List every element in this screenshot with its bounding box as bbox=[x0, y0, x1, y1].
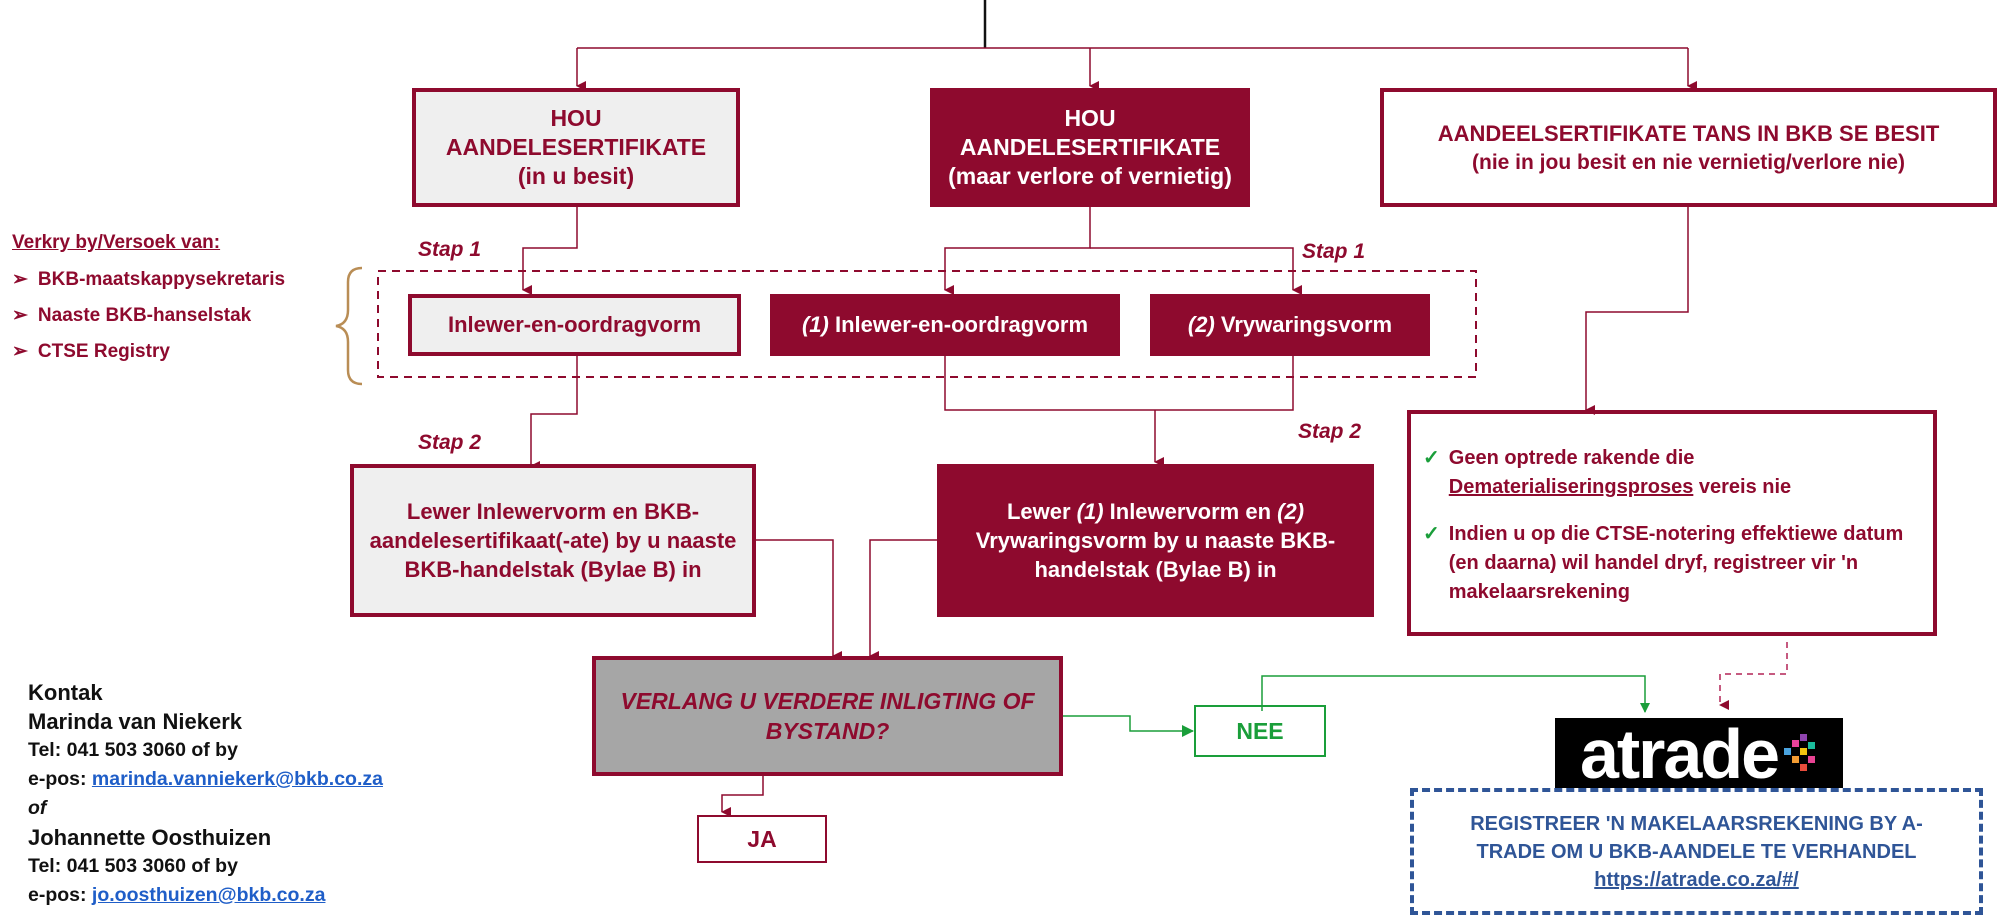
box-title: HOU AANDELESERTIFIKATE bbox=[959, 105, 1221, 160]
stap2-label-right: Stap 2 bbox=[1298, 420, 1362, 443]
email-link[interactable]: marinda.vanniekerk@bkb.co.za bbox=[91, 768, 383, 790]
side-panel-item-label: CTSE Registry bbox=[37, 341, 170, 362]
email-link[interactable]: jo.oosthuizen@bkb.co.za bbox=[91, 884, 326, 906]
lewer-text-part: Vrywaringsvorm by u naaste BKB-handelsta… bbox=[975, 528, 1336, 582]
box-subtitle: (maar verlore of vernietig) bbox=[948, 163, 1232, 189]
side-panel-item-label: Naaste BKB-hanselstak bbox=[37, 305, 252, 326]
vrywaring-form-box: (2) Vrywaringsvorm bbox=[1150, 294, 1430, 356]
atrade-logo: atrade bbox=[1555, 718, 1843, 790]
contact-name: Marinda van Niekerk bbox=[28, 709, 242, 734]
box-subtitle: (nie in jou besit en nie vernietig/verlo… bbox=[1472, 150, 1905, 174]
form-number: (1) bbox=[801, 312, 829, 337]
box-subtitle: (in u besit) bbox=[517, 163, 635, 189]
inlewer-form-label: Inlewer-en-oordragvorm bbox=[447, 312, 702, 337]
side-panel-item: ➢ BKB-maatskappysekretaris bbox=[12, 268, 285, 291]
inlewer-form-box: Inlewer-en-oordragvorm bbox=[408, 294, 741, 356]
email-label: e-pos: bbox=[28, 768, 87, 790]
banner-line: TRADE OM U BKB-AANDELE TE VERHANDEL bbox=[1476, 841, 1917, 863]
brace bbox=[335, 266, 363, 386]
arrow-bullet-icon: ➢ bbox=[12, 341, 28, 362]
lewer-text-part: Lewer bbox=[1006, 499, 1077, 524]
lewer-vrywaring-box: Lewer (1) Inlewervorm en (2) Vrywaringsv… bbox=[937, 464, 1374, 617]
lewer-inlewervorm-text: Lewer Inlewervorm en BKB-aandelesertifik… bbox=[369, 499, 737, 582]
question-text: VERLANG U VERDERE INLIGTING OF BYSTAND? bbox=[620, 688, 1035, 744]
nee-label: NEE bbox=[1236, 717, 1284, 744]
email-label: e-pos: bbox=[28, 884, 87, 906]
hou-in-besit-box: HOU AANDELESERTIFIKATE (in u besit) bbox=[412, 88, 740, 207]
nee-box: NEE bbox=[1194, 705, 1326, 757]
box-title: HOU AANDELESERTIFIKATE bbox=[445, 105, 707, 160]
ja-label: JA bbox=[747, 825, 777, 852]
info-item: ✓ Indien u op die CTSE-notering effektie… bbox=[1423, 520, 1925, 607]
step1-frame bbox=[377, 270, 1477, 378]
inlewer-form-1-box: (1) Inlewer-en-oordragvorm bbox=[770, 294, 1120, 356]
info-text: vereis nie bbox=[1698, 476, 1792, 498]
stap2-label-left: Stap 2 bbox=[418, 431, 482, 454]
atrade-url-link[interactable]: https://atrade.co.za/#/ bbox=[1594, 869, 1799, 891]
contact-tel: Tel: 041 503 3060 of by bbox=[28, 739, 238, 761]
info-text: Indien u op die CTSE-notering effektiewe… bbox=[1448, 523, 1904, 603]
check-icon: ✓ bbox=[1423, 523, 1440, 545]
contact-tel: Tel: 041 503 3060 of by bbox=[28, 855, 238, 877]
contact-or: of bbox=[28, 797, 47, 819]
pixel-mark-icon bbox=[1784, 734, 1816, 771]
form-number: (1) bbox=[1076, 499, 1104, 524]
inlewer-form-label: Inlewer-en-oordragvorm bbox=[834, 312, 1089, 337]
in-bkb-besit-box: AANDEELSERTIFIKATE TANS IN BKB SE BESIT … bbox=[1380, 88, 1997, 207]
side-panel: Verkry by/Versoek van: ➢ BKB-maatskappyse… bbox=[12, 232, 285, 376]
ja-box: JA bbox=[697, 815, 827, 863]
atrade-logo-text: atrade bbox=[1579, 715, 1780, 793]
side-panel-item: ➢ CTSE Registry bbox=[12, 340, 285, 363]
contact-heading: Kontak bbox=[28, 680, 103, 705]
question-box: VERLANG U VERDERE INLIGTING OF BYSTAND? bbox=[592, 656, 1063, 776]
lewer-text-part: Inlewervorm en bbox=[1103, 499, 1278, 524]
vrywaring-form-label: Vrywaringsvorm bbox=[1220, 312, 1393, 337]
atrade-banner: REGISTREER 'N MAKELAARSREKENING BY A- TR… bbox=[1410, 788, 1983, 915]
side-panel-heading: Verkry by/Versoek van: bbox=[12, 232, 221, 253]
banner-line: REGISTREER 'N MAKELAARSREKENING BY A- bbox=[1470, 813, 1923, 835]
stap1-label-left: Stap 1 bbox=[418, 238, 482, 261]
stap1-label-right: Stap 1 bbox=[1302, 240, 1366, 263]
arrow-bullet-icon: ➢ bbox=[12, 305, 28, 326]
form-number: (2) bbox=[1187, 312, 1215, 337]
side-panel-item: ➢ Naaste BKB-hanselstak bbox=[12, 304, 285, 327]
form-number: (2) bbox=[1277, 499, 1305, 524]
lewer-inlewervorm-box: Lewer Inlewervorm en BKB-aandelesertifik… bbox=[350, 464, 756, 617]
hou-verlore-box: HOU AANDELESERTIFIKATE (maar verlore of … bbox=[930, 88, 1250, 207]
side-panel-item-label: BKB-maatskappysekretaris bbox=[37, 269, 286, 290]
dematerialisering-link[interactable]: Dematerialiseringsproses bbox=[1448, 476, 1694, 498]
info-text: Geen optrede rakende die bbox=[1448, 447, 1695, 469]
arrow-bullet-icon: ➢ bbox=[12, 269, 28, 290]
contact-block: Kontak Marinda van Niekerk Tel: 041 503 … bbox=[28, 678, 383, 910]
check-icon: ✓ bbox=[1423, 447, 1440, 469]
box-title: AANDEELSERTIFIKATE TANS IN BKB SE BESIT bbox=[1437, 120, 1940, 146]
contact-name: Johannette Oosthuizen bbox=[28, 825, 272, 850]
